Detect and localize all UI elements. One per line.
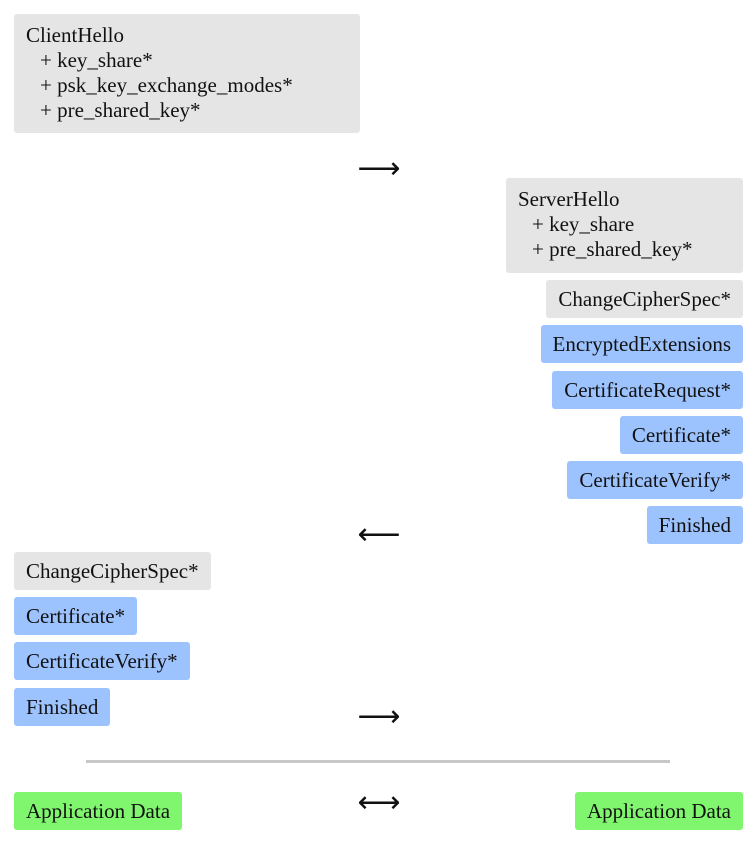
arrow-left-server-flight: ⟵ bbox=[357, 517, 401, 552]
server-certificate-request: CertificateRequest* bbox=[552, 371, 743, 409]
arrow-right-client-hello: ⟶ bbox=[357, 151, 401, 186]
server-hello-box: ServerHello + key_share + pre_shared_key… bbox=[506, 178, 743, 273]
client-change-cipher-spec: ChangeCipherSpec* bbox=[14, 552, 211, 590]
server-hello-ext-pre-shared-key: + pre_shared_key* bbox=[532, 237, 693, 261]
server-hello-ext-key-share: + key_share bbox=[532, 212, 635, 236]
client-application-data: Application Data bbox=[14, 792, 183, 830]
server-finished: Finished bbox=[646, 506, 743, 544]
client-hello-ext-pre-shared-key: + pre_shared_key* bbox=[40, 98, 201, 122]
server-certificate: Certificate* bbox=[619, 416, 743, 454]
server-encrypted-extensions: EncryptedExtensions bbox=[540, 325, 743, 363]
client-hello-ext-psk-modes: + psk_key_exchange_modes* bbox=[40, 73, 293, 97]
server-certificate-verify: CertificateVerify* bbox=[567, 461, 743, 499]
client-hello-title: ClientHello bbox=[26, 23, 124, 47]
arrow-right-client-finished: ⟶ bbox=[357, 699, 401, 734]
arrow-bidirectional-application: ⟷ bbox=[357, 785, 401, 820]
server-change-cipher-spec: ChangeCipherSpec* bbox=[546, 280, 743, 318]
client-certificate-verify: CertificateVerify* bbox=[14, 642, 190, 680]
client-finished: Finished bbox=[14, 688, 111, 726]
handshake-divider bbox=[86, 760, 670, 763]
server-application-data: Application Data bbox=[574, 792, 743, 830]
server-hello-title: ServerHello bbox=[518, 187, 620, 211]
client-certificate: Certificate* bbox=[14, 597, 138, 635]
client-hello-box: ClientHello + key_share* + psk_key_excha… bbox=[14, 14, 360, 133]
client-hello-ext-key-share: + key_share* bbox=[40, 48, 153, 72]
